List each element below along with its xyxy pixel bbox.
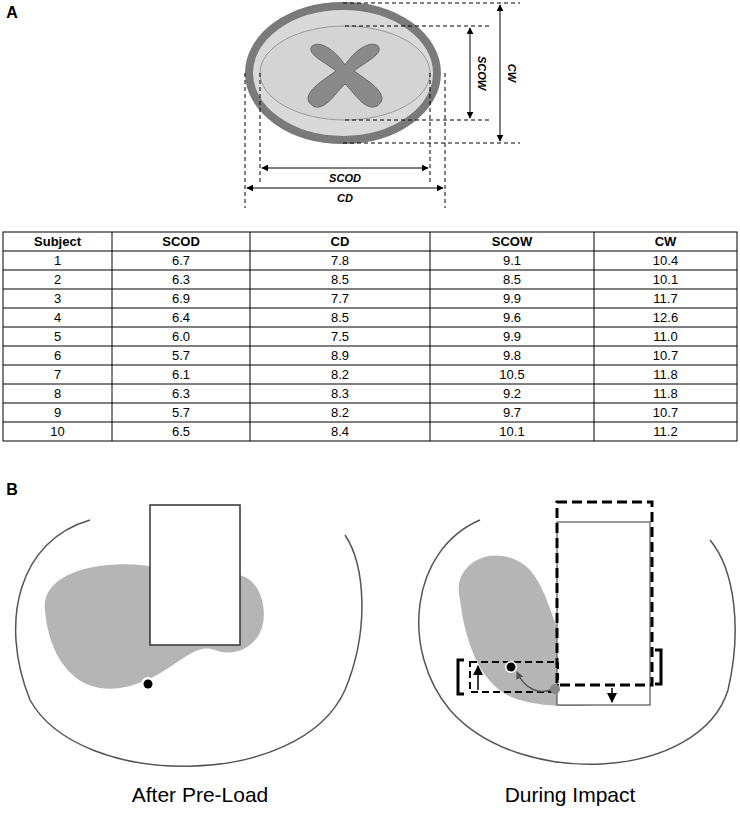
table-header: SCOW — [492, 234, 532, 248]
table-cell: 9.9 — [503, 329, 521, 343]
table-cell: 10.1 — [653, 272, 678, 286]
table-cell: 8.5 — [331, 310, 349, 324]
impact-figure — [419, 502, 735, 764]
table-cell: 5.7 — [172, 405, 190, 419]
table-cell: 6.4 — [172, 310, 190, 324]
panel-letter: B — [6, 481, 18, 499]
table-cell: 6.9 — [172, 291, 190, 305]
table-cell: 9.2 — [503, 386, 521, 400]
table-cell: 10.5 — [499, 367, 524, 381]
table-cell: 9.8 — [503, 348, 521, 362]
table-cell: 8.4 — [331, 424, 349, 438]
table-cell: 6.3 — [172, 272, 190, 286]
table-cell: 8.5 — [503, 272, 521, 286]
table-cell: 11.2 — [653, 424, 677, 438]
table-cell: 7.5 — [331, 329, 349, 343]
table-cell: 10.7 — [653, 348, 678, 362]
table-cell: 11.8 — [653, 386, 677, 400]
table-cell: 12.6 — [653, 310, 678, 324]
table-cell: 7.8 — [331, 253, 349, 267]
table-cell: 5 — [54, 329, 61, 343]
table-header: CW — [655, 234, 677, 248]
table-cell: 9 — [54, 405, 61, 419]
table-cell: 2 — [54, 272, 61, 286]
table-grid — [3, 232, 737, 441]
table-cell: 6.5 — [172, 424, 190, 438]
table-cell: 11.0 — [653, 329, 677, 343]
table-cell: 6 — [54, 348, 61, 362]
table-cell: 11.8 — [653, 367, 677, 381]
table-cell: 9.7 — [503, 405, 521, 419]
table-cell: 7.7 — [331, 291, 349, 305]
dimension-label: CW — [506, 64, 518, 82]
table-cell: 10.1 — [499, 424, 524, 438]
table-cell: 9.1 — [503, 253, 521, 267]
panel-caption: During Impact — [505, 783, 636, 806]
table-cell: 8.5 — [331, 272, 349, 286]
table-cell: 8.9 — [331, 348, 349, 362]
pre-load-figure — [16, 505, 362, 766]
table-cell: 10.4 — [653, 253, 678, 267]
panel-caption: After Pre-Load — [132, 783, 269, 806]
table-cell: 9.6 — [503, 310, 521, 324]
table-header: Subject — [34, 234, 81, 248]
table-cell: 6.1 — [172, 367, 190, 381]
table-header: SCOD — [162, 234, 200, 248]
dimension-lines — [245, 3, 520, 208]
table-header: CD — [331, 234, 350, 248]
panel-letter: A — [6, 4, 18, 22]
table-cell: 6.7 — [172, 253, 190, 267]
table-cell: 5.7 — [172, 348, 190, 362]
dimension-label: SCOW — [476, 56, 488, 90]
table-cell: 6.3 — [172, 386, 190, 400]
table-cell: 7 — [54, 367, 61, 381]
table-cell: 8.2 — [331, 405, 349, 419]
table-cell: 6.0 — [172, 329, 190, 343]
table-cell: 3 — [54, 291, 61, 305]
table-cell: 8 — [54, 386, 61, 400]
table-cell: 10.7 — [653, 405, 678, 419]
table-cell: 8.3 — [331, 386, 349, 400]
table-cell: 9.9 — [503, 291, 521, 305]
table-cell: 8.2 — [331, 367, 349, 381]
dimension-label: CD — [337, 192, 353, 204]
table-cell: 4 — [54, 310, 61, 324]
dimension-label: SCOD — [329, 172, 361, 184]
table-cell: 11.7 — [653, 291, 677, 305]
table-cell: 10 — [50, 424, 64, 438]
table-cell: 1 — [54, 253, 61, 267]
